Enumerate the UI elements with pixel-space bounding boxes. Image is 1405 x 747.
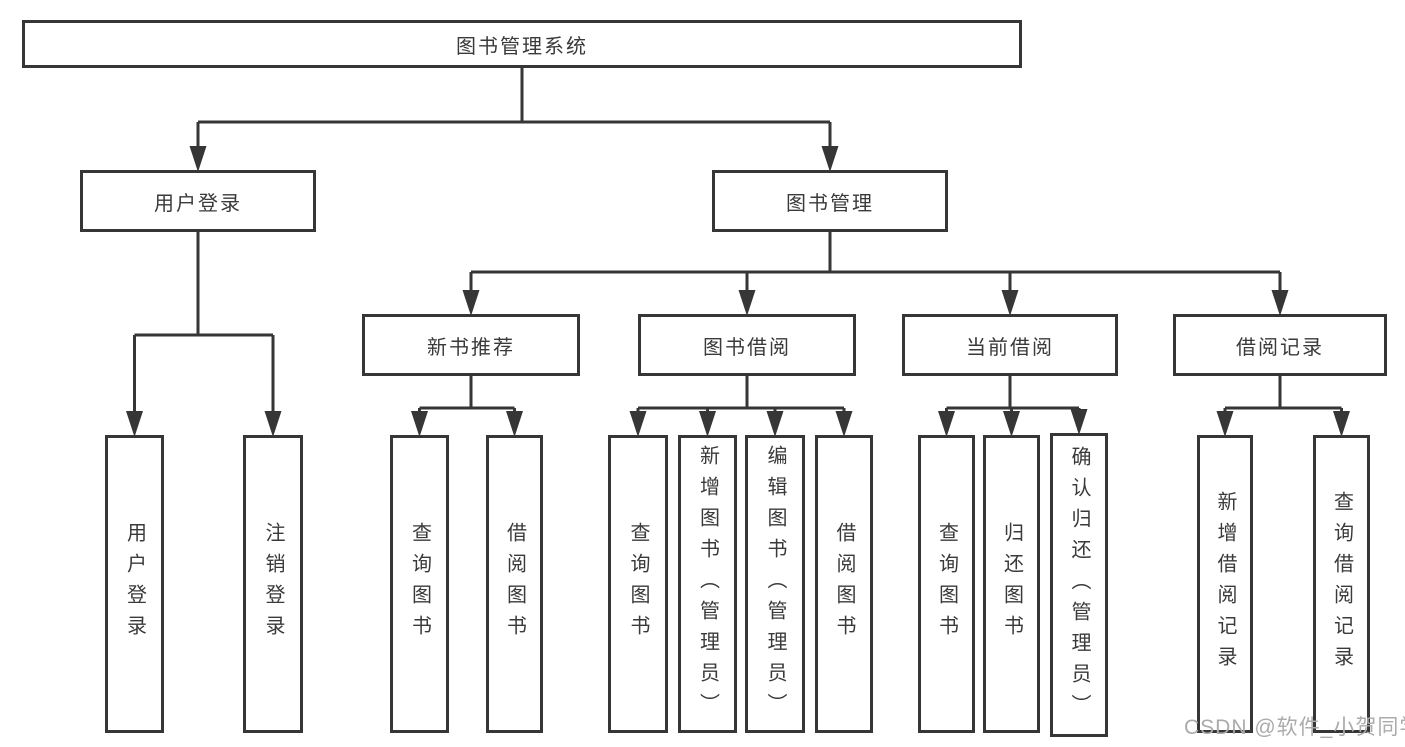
node-label: 图书管理系统 bbox=[456, 35, 588, 58]
node-query-books-borrow: 查询图书 bbox=[608, 435, 668, 733]
node-label: 注销登录 bbox=[262, 522, 284, 646]
node-label: 归还图书 bbox=[1000, 522, 1023, 646]
node-label: 查询图书 bbox=[627, 522, 649, 646]
node-query-books-recommend: 查询图书 bbox=[390, 435, 449, 733]
node-label: 查询图书 bbox=[408, 522, 431, 646]
node-label: 确认归还（管理员） bbox=[1068, 445, 1090, 725]
node-borrow-books: 借阅图书 bbox=[815, 435, 873, 733]
node-label: 新增图书（管理员） bbox=[696, 444, 719, 724]
node-return-book: 归还图书 bbox=[983, 435, 1040, 733]
node-add-book-admin: 新增图书（管理员） bbox=[678, 435, 737, 733]
node-label: 用户登录 bbox=[123, 522, 146, 646]
node-confirm-return-admin: 确认归还（管理员） bbox=[1050, 433, 1108, 737]
node-query-borrow-record: 查询借阅记录 bbox=[1313, 435, 1370, 733]
node-current-borrow: 当前借阅 bbox=[902, 314, 1118, 376]
node-label: 查询借阅记录 bbox=[1330, 491, 1353, 677]
node-label: 查询图书 bbox=[935, 522, 958, 646]
node-book-management-module: 图书管理 bbox=[712, 170, 948, 232]
node-label: 图书借阅 bbox=[703, 336, 791, 359]
node-label: 新书推荐 bbox=[427, 336, 515, 359]
node-label: 编辑图书（管理员） bbox=[764, 444, 786, 724]
node-label: 图书管理 bbox=[786, 192, 874, 215]
node-label: 借阅图书 bbox=[503, 522, 526, 646]
node-label: 用户登录 bbox=[154, 192, 242, 215]
node-edit-book-admin: 编辑图书（管理员） bbox=[745, 435, 805, 733]
node-label: 借阅图书 bbox=[833, 522, 855, 646]
node-borrow-books-recommend: 借阅图书 bbox=[486, 435, 543, 733]
node-logout: 注销登录 bbox=[243, 435, 303, 733]
node-user-login: 用户登录 bbox=[105, 435, 164, 733]
node-label: 新增借阅记录 bbox=[1214, 491, 1236, 677]
node-query-books-current: 查询图书 bbox=[918, 435, 975, 733]
node-user-login-module: 用户登录 bbox=[80, 170, 316, 232]
watermark-text: CSDN @软件_小贺同学 bbox=[1184, 716, 1405, 739]
node-library-system: 图书管理系统 bbox=[22, 20, 1022, 68]
node-add-borrow-record: 新增借阅记录 bbox=[1197, 435, 1253, 733]
node-borrow-record: 借阅记录 bbox=[1173, 314, 1387, 376]
node-label: 当前借阅 bbox=[966, 336, 1054, 359]
node-label: 借阅记录 bbox=[1236, 336, 1324, 359]
node-book-borrow: 图书借阅 bbox=[638, 314, 856, 376]
node-new-book-recommend: 新书推荐 bbox=[362, 314, 580, 376]
